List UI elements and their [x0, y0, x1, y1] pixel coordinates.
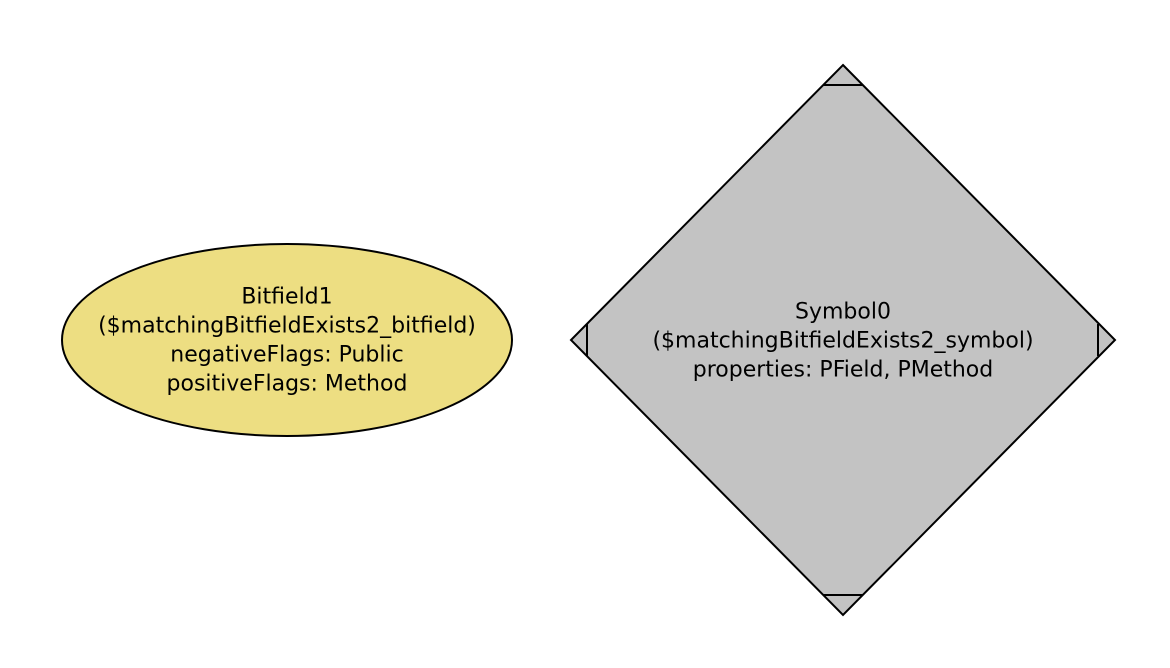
symbol-title: Symbol0 — [795, 300, 891, 325]
node-bitfield: Bitfield1 ($matchingBitfieldExists2_bitf… — [61, 243, 513, 437]
node-symbol: Symbol0 ($matchingBitfieldExists2_symbol… — [569, 63, 1117, 617]
bitfield-positive-flags: positiveFlags: Method — [167, 372, 408, 397]
bitfield-negative-flags: negativeFlags: Public — [170, 343, 403, 368]
symbol-diamond-shape — [569, 63, 1117, 617]
bitfield-title: Bitfield1 — [241, 285, 332, 310]
symbol-properties: properties: PField, PMethod — [693, 358, 993, 383]
bitfield-ellipse-shape — [61, 243, 513, 437]
bitfield-variable: ($matchingBitfieldExists2_bitfield) — [98, 314, 476, 339]
symbol-variable: ($matchingBitfieldExists2_symbol) — [652, 329, 1033, 354]
